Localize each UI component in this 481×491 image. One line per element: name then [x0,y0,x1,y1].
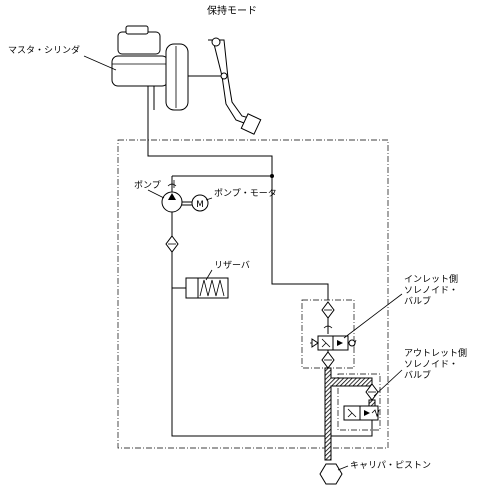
label-outlet-valve-line3: バルブ [404,369,431,381]
label-pump: ポンプ [134,180,161,191]
leader-inlet-valve [343,293,403,339]
motor-circle [191,194,209,212]
pump-filter [165,235,179,253]
outlet-valve-boundary [337,373,381,431]
brake-booster [165,43,189,111]
label-inlet-valve-line3: バルブ [404,295,431,307]
brake-pedal-arm [213,43,253,127]
pump [161,176,192,213]
hydraulic-unit-boundary [117,139,389,449]
leader-pump-motor [205,197,213,201]
label-master-cylinder: マスタ・シリンダ [8,44,80,56]
leader-caliper-piston [337,465,349,471]
reservoir-tank [117,31,161,55]
cylinder-body [111,55,169,87]
inlet-solenoid-valve [310,301,357,369]
brake-piping [147,140,373,437]
reservoir-cap [125,25,149,35]
caliper-piston-body [319,463,343,485]
leader-reservoir [205,269,213,281]
label-caliper-piston: キャリパ・ピストン [350,460,431,471]
motor-symbol: M [196,200,204,210]
leader-pump [147,189,165,199]
pedal-pad [240,113,262,135]
caliper-piston [319,463,343,485]
reservoir-spring [199,279,225,297]
leader-master-cylinder [83,55,117,71]
label-outlet-valve-line1: アウトレット側 [404,347,467,359]
label-pump-motor: ポンプ・モータ [214,188,277,199]
label-outlet-valve-line2: ソレノイド・ [404,360,458,370]
label-inlet-valve-line2: ソレノイド・ [404,286,458,296]
label-inlet-valve-line1: インレット側 [404,273,458,285]
leader-outlet-valve [373,369,403,397]
reservoir [185,277,229,299]
master-cylinder-assembly [111,25,262,156]
outlet-solenoid-valve [324,367,380,461]
pedal-pivot [211,37,221,47]
label-reservoir: リザーバ [214,260,250,271]
inlet-valve-boundary [301,299,355,369]
pump-motor: M [191,194,209,212]
outlet-valve-body [343,405,379,421]
diagram-title: 保持モード [207,4,257,17]
pump-direction-arrow [168,193,176,200]
